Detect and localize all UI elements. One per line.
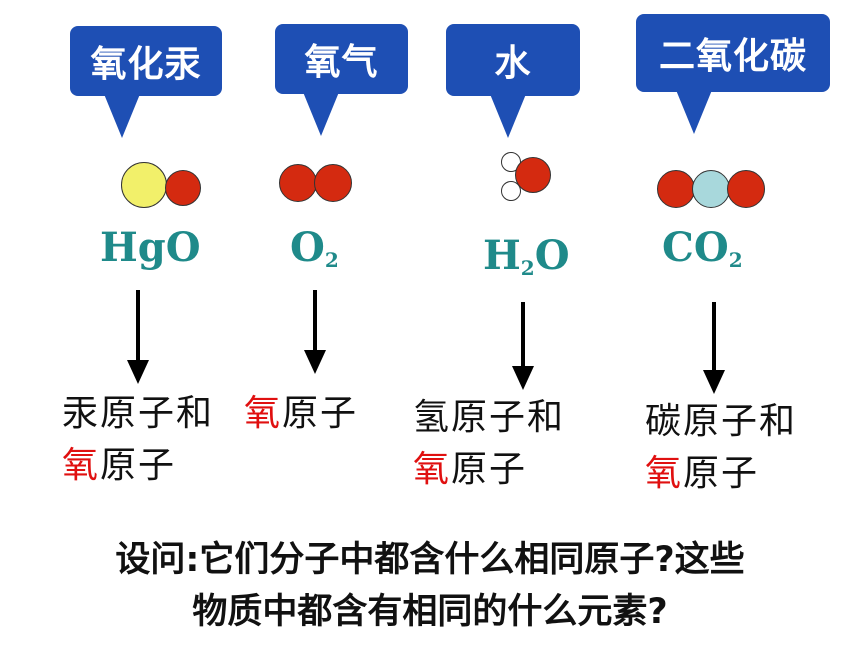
- desc-line: 氧原子: [244, 393, 359, 434]
- question-line-1: 设问:它们分子中都含什么相同原子?这些: [115, 540, 745, 580]
- question-line-2: 物质中都含有相同的什么元素?: [192, 592, 668, 632]
- oxygen-atom: [165, 170, 201, 206]
- bubble-water: 水: [446, 24, 580, 96]
- down-arrow-head: [127, 360, 149, 384]
- bubble-label: 二氧化碳: [658, 36, 807, 77]
- bubble-label: 氧气: [304, 42, 379, 83]
- description-h2o: 氢原子和 氧原子: [413, 392, 565, 496]
- down-arrow: [521, 302, 525, 368]
- bubble-oxygen: 氧气: [275, 24, 408, 94]
- desc-line: 汞原子和: [62, 393, 215, 434]
- formula-o2: O2: [290, 224, 339, 272]
- description-hgo: 汞原子和 氧原子: [62, 388, 214, 492]
- oxygen-atom: [314, 164, 352, 202]
- down-arrow: [313, 290, 317, 352]
- oxygen-atom: [657, 170, 695, 208]
- oxygen-atom: [515, 157, 551, 193]
- carbon-atom: [692, 170, 730, 208]
- desc-line: 氧原子: [62, 445, 177, 486]
- desc-line: 氢原子和: [413, 397, 566, 438]
- down-arrow: [712, 302, 716, 372]
- bubble-carbon-dioxide: 二氧化碳: [636, 14, 830, 92]
- bubble-label: 氧化汞: [90, 44, 202, 85]
- mercury-atom: [121, 162, 167, 208]
- formula-co2: CO2: [662, 224, 743, 272]
- desc-line: 碳原子和: [645, 401, 798, 442]
- desc-line: 氧原子: [645, 453, 760, 494]
- formula-h2o: H2O: [483, 232, 570, 280]
- bubble-tail: [676, 90, 712, 134]
- bubble-mercury-oxide: 氧化汞: [70, 26, 222, 96]
- hydrogen-atom: [501, 181, 521, 201]
- bubble-tail: [303, 92, 339, 136]
- bubble-label: 水: [494, 43, 532, 84]
- formula-hgo: HgO: [100, 224, 201, 271]
- description-co2: 碳原子和 氧原子: [645, 396, 797, 500]
- down-arrow: [136, 290, 140, 362]
- down-arrow-head: [512, 366, 534, 390]
- bubble-tail: [490, 94, 526, 138]
- down-arrow-head: [304, 350, 326, 374]
- description-o2: 氧原子: [244, 388, 358, 440]
- oxygen-atom: [279, 164, 317, 202]
- oxygen-atom: [727, 170, 765, 208]
- down-arrow-head: [703, 370, 725, 394]
- bubble-tail: [104, 94, 140, 138]
- desc-line: 氧原子: [413, 449, 528, 490]
